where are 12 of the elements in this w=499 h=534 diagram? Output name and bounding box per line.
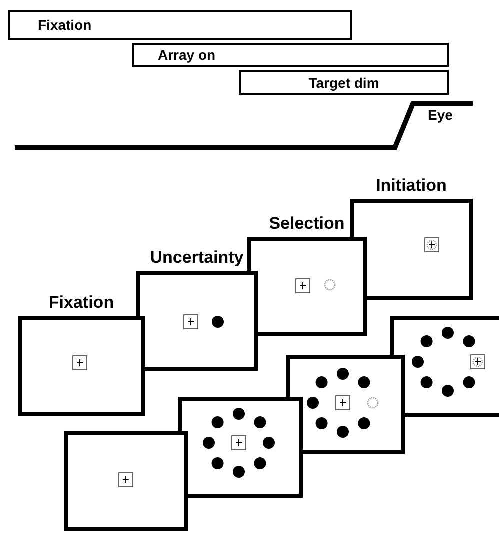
display-panel <box>286 355 405 454</box>
display-panel <box>390 316 499 417</box>
panel-heading: Uncertainty <box>150 247 244 269</box>
event-bar: Target dim <box>239 70 449 95</box>
panel-heading: Selection <box>269 213 345 235</box>
panel-heading: Fixation <box>48 292 114 314</box>
event-bar: Array on <box>132 43 449 67</box>
trace-label: Eye <box>428 108 453 122</box>
display-panel <box>64 431 188 531</box>
display-panel <box>178 397 303 498</box>
panel-heading: Initiation <box>376 175 447 197</box>
event-bar: Fixation <box>8 10 352 40</box>
